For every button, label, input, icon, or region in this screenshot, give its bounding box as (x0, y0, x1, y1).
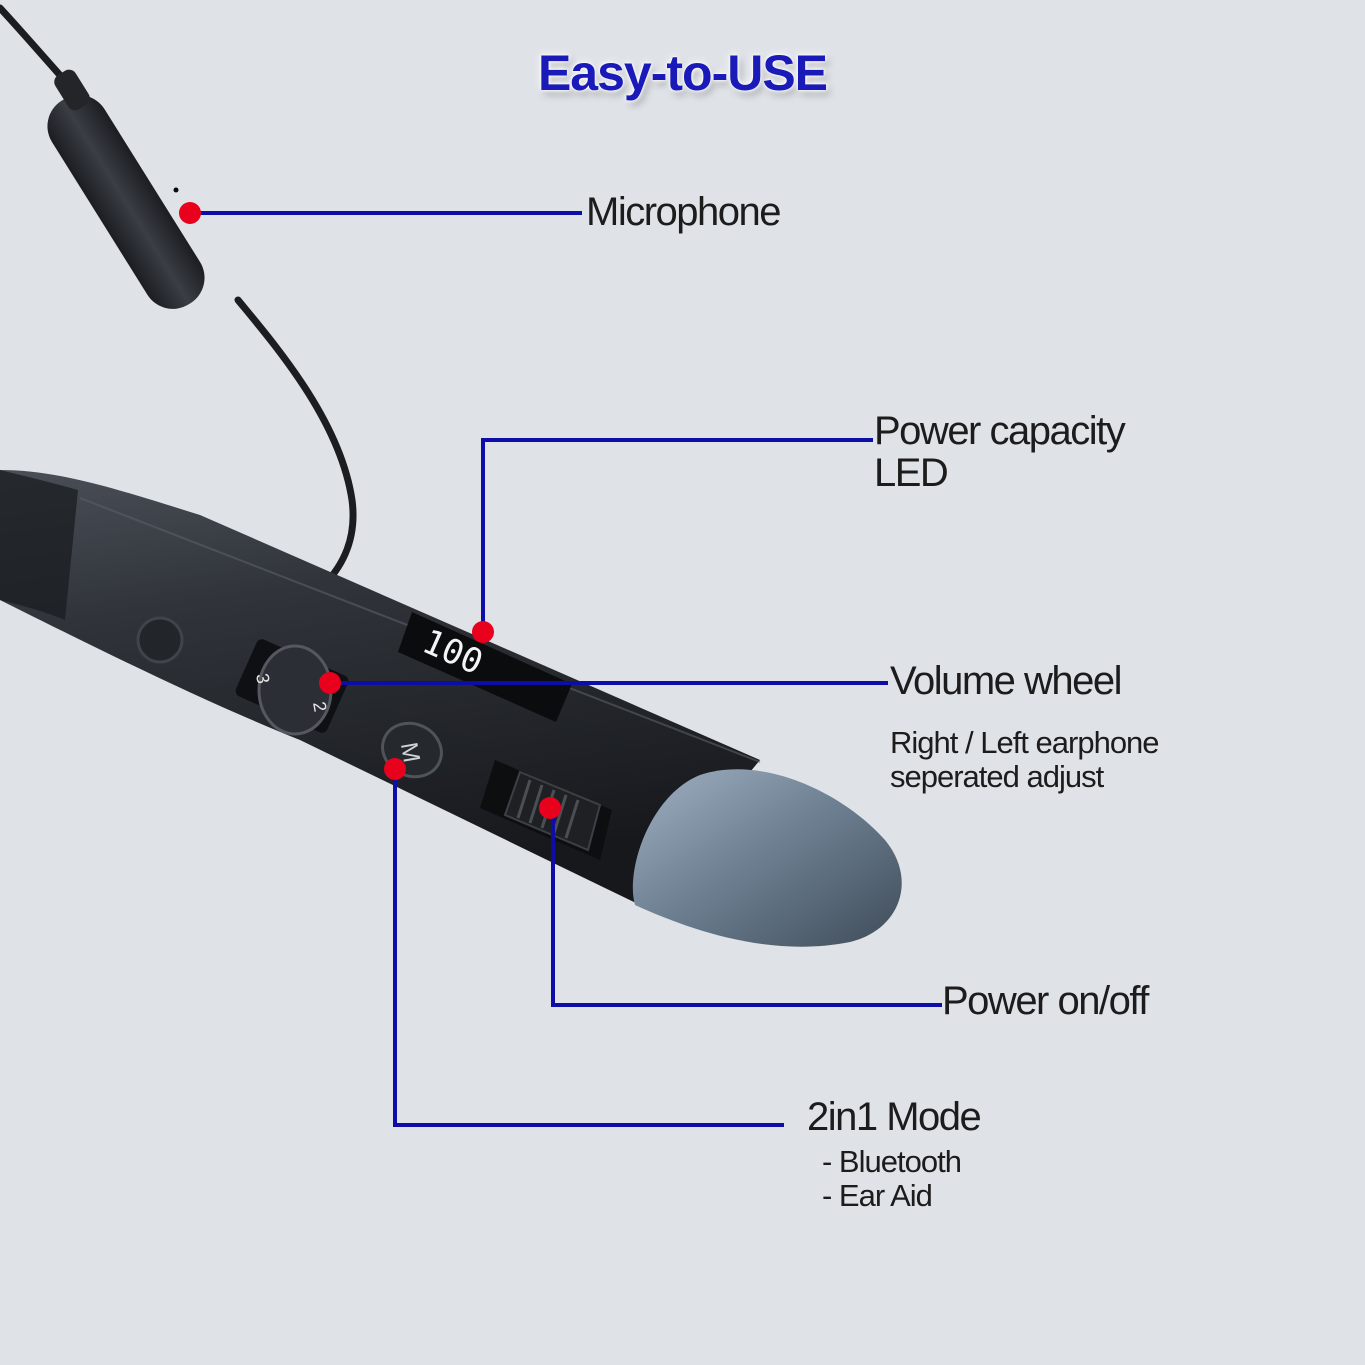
volume-wheel-description: Right / Left earphone seperated adjust (890, 725, 1160, 794)
mode-option-ear-aid: - Ear Aid (822, 1178, 933, 1213)
cable-clip (136, 616, 184, 664)
volume-description-line1: Right / Left earphone (890, 725, 1160, 760)
leader-power-led (481, 438, 873, 632)
power-led-label-line2: LED (874, 451, 949, 495)
marker-dots (179, 202, 561, 819)
marker-mode (384, 758, 406, 780)
volume-wheel-label: Volume wheel (890, 659, 1123, 703)
power-led-label-line1: Power capacity (874, 409, 1126, 453)
microphone-label: Microphone (586, 190, 782, 234)
dial-mark-3: 3 (252, 672, 273, 685)
mode-option-bluetooth: - Bluetooth (822, 1144, 962, 1179)
mode-label: 2in1 Mode (807, 1095, 982, 1139)
mode-options: - Bluetooth - Ear Aid (822, 1144, 962, 1213)
page-title: Easy-to-USE (537, 45, 828, 101)
marker-power (539, 797, 561, 819)
leader-lines (190, 211, 942, 1127)
marker-power-led (472, 621, 494, 643)
volume-description-line2: seperated adjust (890, 759, 1104, 794)
marker-microphone (179, 202, 201, 224)
leader-mode (393, 769, 784, 1127)
marker-volume (319, 672, 341, 694)
power-switch-label: Power on/off (942, 979, 1149, 1023)
dial-mark-2: 2 (309, 700, 330, 713)
power-led-label: Power capacity LED (874, 409, 1126, 495)
metal-end-cap (632, 769, 902, 947)
inline-microphone (47, 69, 205, 309)
